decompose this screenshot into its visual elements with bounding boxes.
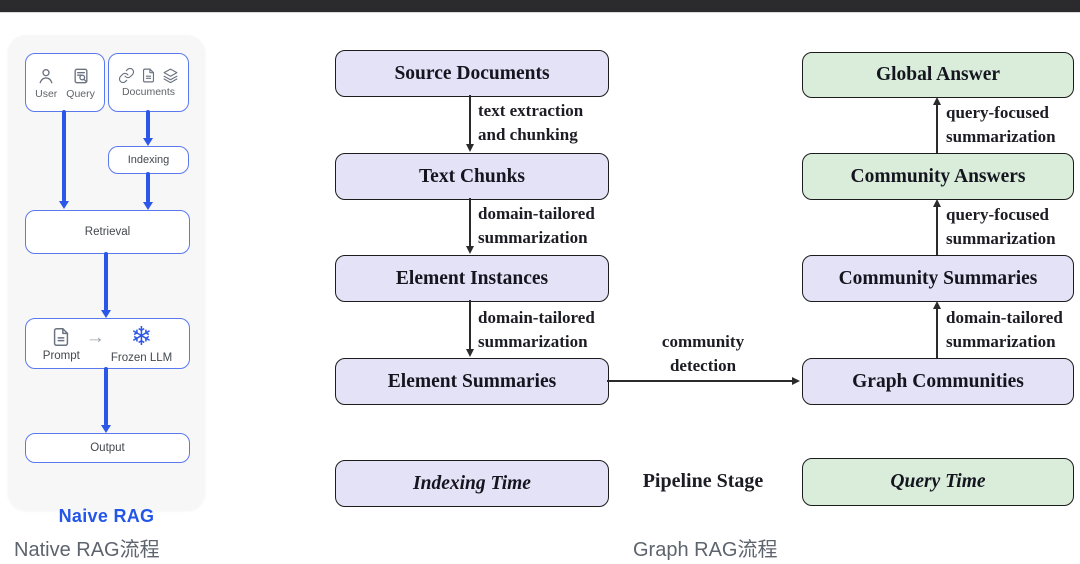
arrow-instances-to-summaries xyxy=(469,300,471,350)
prompt-document-icon xyxy=(54,327,69,346)
documents-icon-row xyxy=(118,67,179,84)
node-element-instances: Element Instances xyxy=(335,255,609,302)
edge-label-domain-tailored-3: domain-tailored summarization xyxy=(946,308,1063,351)
prompt-to-llm-arrow-icon: → xyxy=(85,327,105,348)
edge-label-query-focused-1: query-focused summarization xyxy=(946,103,1056,146)
arrow-answers-to-global xyxy=(936,104,938,153)
layers-icon xyxy=(163,68,178,84)
query-icon xyxy=(74,68,88,83)
arrow-communities-to-summaries xyxy=(936,308,938,358)
documents-box: Documents xyxy=(108,53,189,112)
node-element-summaries: Element Summaries xyxy=(335,358,609,405)
edge-label-community-detection: community detection xyxy=(661,332,745,375)
documents-label: Documents xyxy=(121,86,176,98)
edge-label-text-extraction: text extraction and chunking xyxy=(478,101,584,144)
retrieval-label: Retrieval xyxy=(84,226,131,238)
arrow-chunks-to-instances xyxy=(469,198,471,247)
frozen-llm-label: Frozen LLM xyxy=(110,351,173,364)
arrow-retrieval-to-prompt xyxy=(104,252,108,311)
node-community-summaries: Community Summaries xyxy=(802,255,1074,302)
node-text-chunks: Text Chunks xyxy=(335,153,609,200)
indexing-box: Indexing xyxy=(108,146,189,174)
document-icon xyxy=(142,68,155,83)
snowflake-icon: ❄ xyxy=(130,321,153,352)
arrow-community-detection xyxy=(607,380,793,382)
naive-rag-caption: Native RAG流程 xyxy=(14,539,160,561)
retrieval-box: Retrieval xyxy=(25,210,190,254)
arrow-summaries-to-answers xyxy=(936,206,938,255)
prompt-frozen-llm-box: Prompt → ❄ Frozen LLM xyxy=(25,318,190,369)
link-icon xyxy=(118,67,135,84)
node-community-answers: Community Answers xyxy=(802,153,1074,200)
edge-label-query-focused-2: query-focused summarization xyxy=(946,205,1056,248)
indexing-label: Indexing xyxy=(127,154,170,166)
user-query-box: User Query xyxy=(25,53,105,112)
naive-rag-title: Naive RAG xyxy=(58,506,155,526)
prompt-icon-group: Prompt xyxy=(43,326,80,362)
arrow-documents-to-indexing xyxy=(146,110,150,139)
query-time-box: Query Time xyxy=(802,458,1074,506)
node-global-answer: Global Answer xyxy=(802,52,1074,98)
frozen-llm-icon-group: ❄ Frozen LLM xyxy=(111,324,172,364)
node-graph-communities: Graph Communities xyxy=(802,358,1074,405)
pipeline-stage-label: Pipeline Stage xyxy=(642,470,764,492)
output-box: Output xyxy=(25,433,190,463)
node-source-documents: Source Documents xyxy=(335,50,609,97)
arrow-prompt-to-output xyxy=(104,367,108,426)
naive-rag-panel: User Query xyxy=(8,35,205,526)
edge-label-domain-tailored-1: domain-tailored summarization xyxy=(478,204,595,247)
query-icon-group: Query xyxy=(66,66,95,100)
user-icon-group: User xyxy=(35,66,57,100)
query-label: Query xyxy=(66,87,95,100)
user-label: User xyxy=(35,87,58,100)
arrow-userquery-to-retrieval xyxy=(62,110,66,202)
top-bar xyxy=(0,0,1080,13)
graph-rag-caption: Graph RAG流程 xyxy=(633,539,778,561)
user-icon xyxy=(39,68,53,83)
output-label: Output xyxy=(90,442,125,454)
prompt-label: Prompt xyxy=(42,349,80,362)
edge-label-domain-tailored-2: domain-tailored summarization xyxy=(478,308,595,351)
arrow-source-to-chunks xyxy=(469,95,471,145)
arrow-indexing-to-retrieval xyxy=(146,172,150,203)
indexing-time-box: Indexing Time xyxy=(335,460,609,507)
